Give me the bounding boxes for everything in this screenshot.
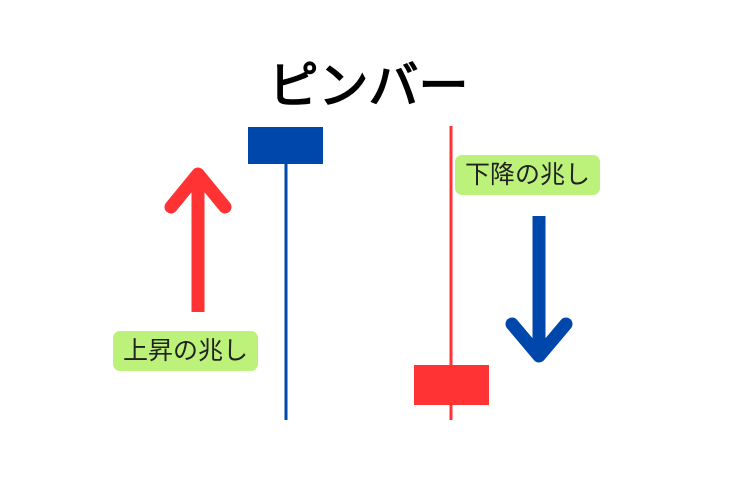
bullish-pin-bar-body — [248, 127, 323, 164]
bullish-pin-bar — [248, 127, 323, 420]
down-arrow-icon — [505, 216, 573, 363]
up-arrow-icon — [164, 167, 232, 312]
bearish-signal-label: 下降の兆し — [455, 155, 601, 195]
bearish-pin-bar — [414, 126, 489, 420]
page-title: ピンバー — [268, 57, 469, 115]
bearish-pin-bar-body — [414, 365, 489, 405]
bullish-signal-label: 上昇の兆し — [113, 331, 259, 371]
